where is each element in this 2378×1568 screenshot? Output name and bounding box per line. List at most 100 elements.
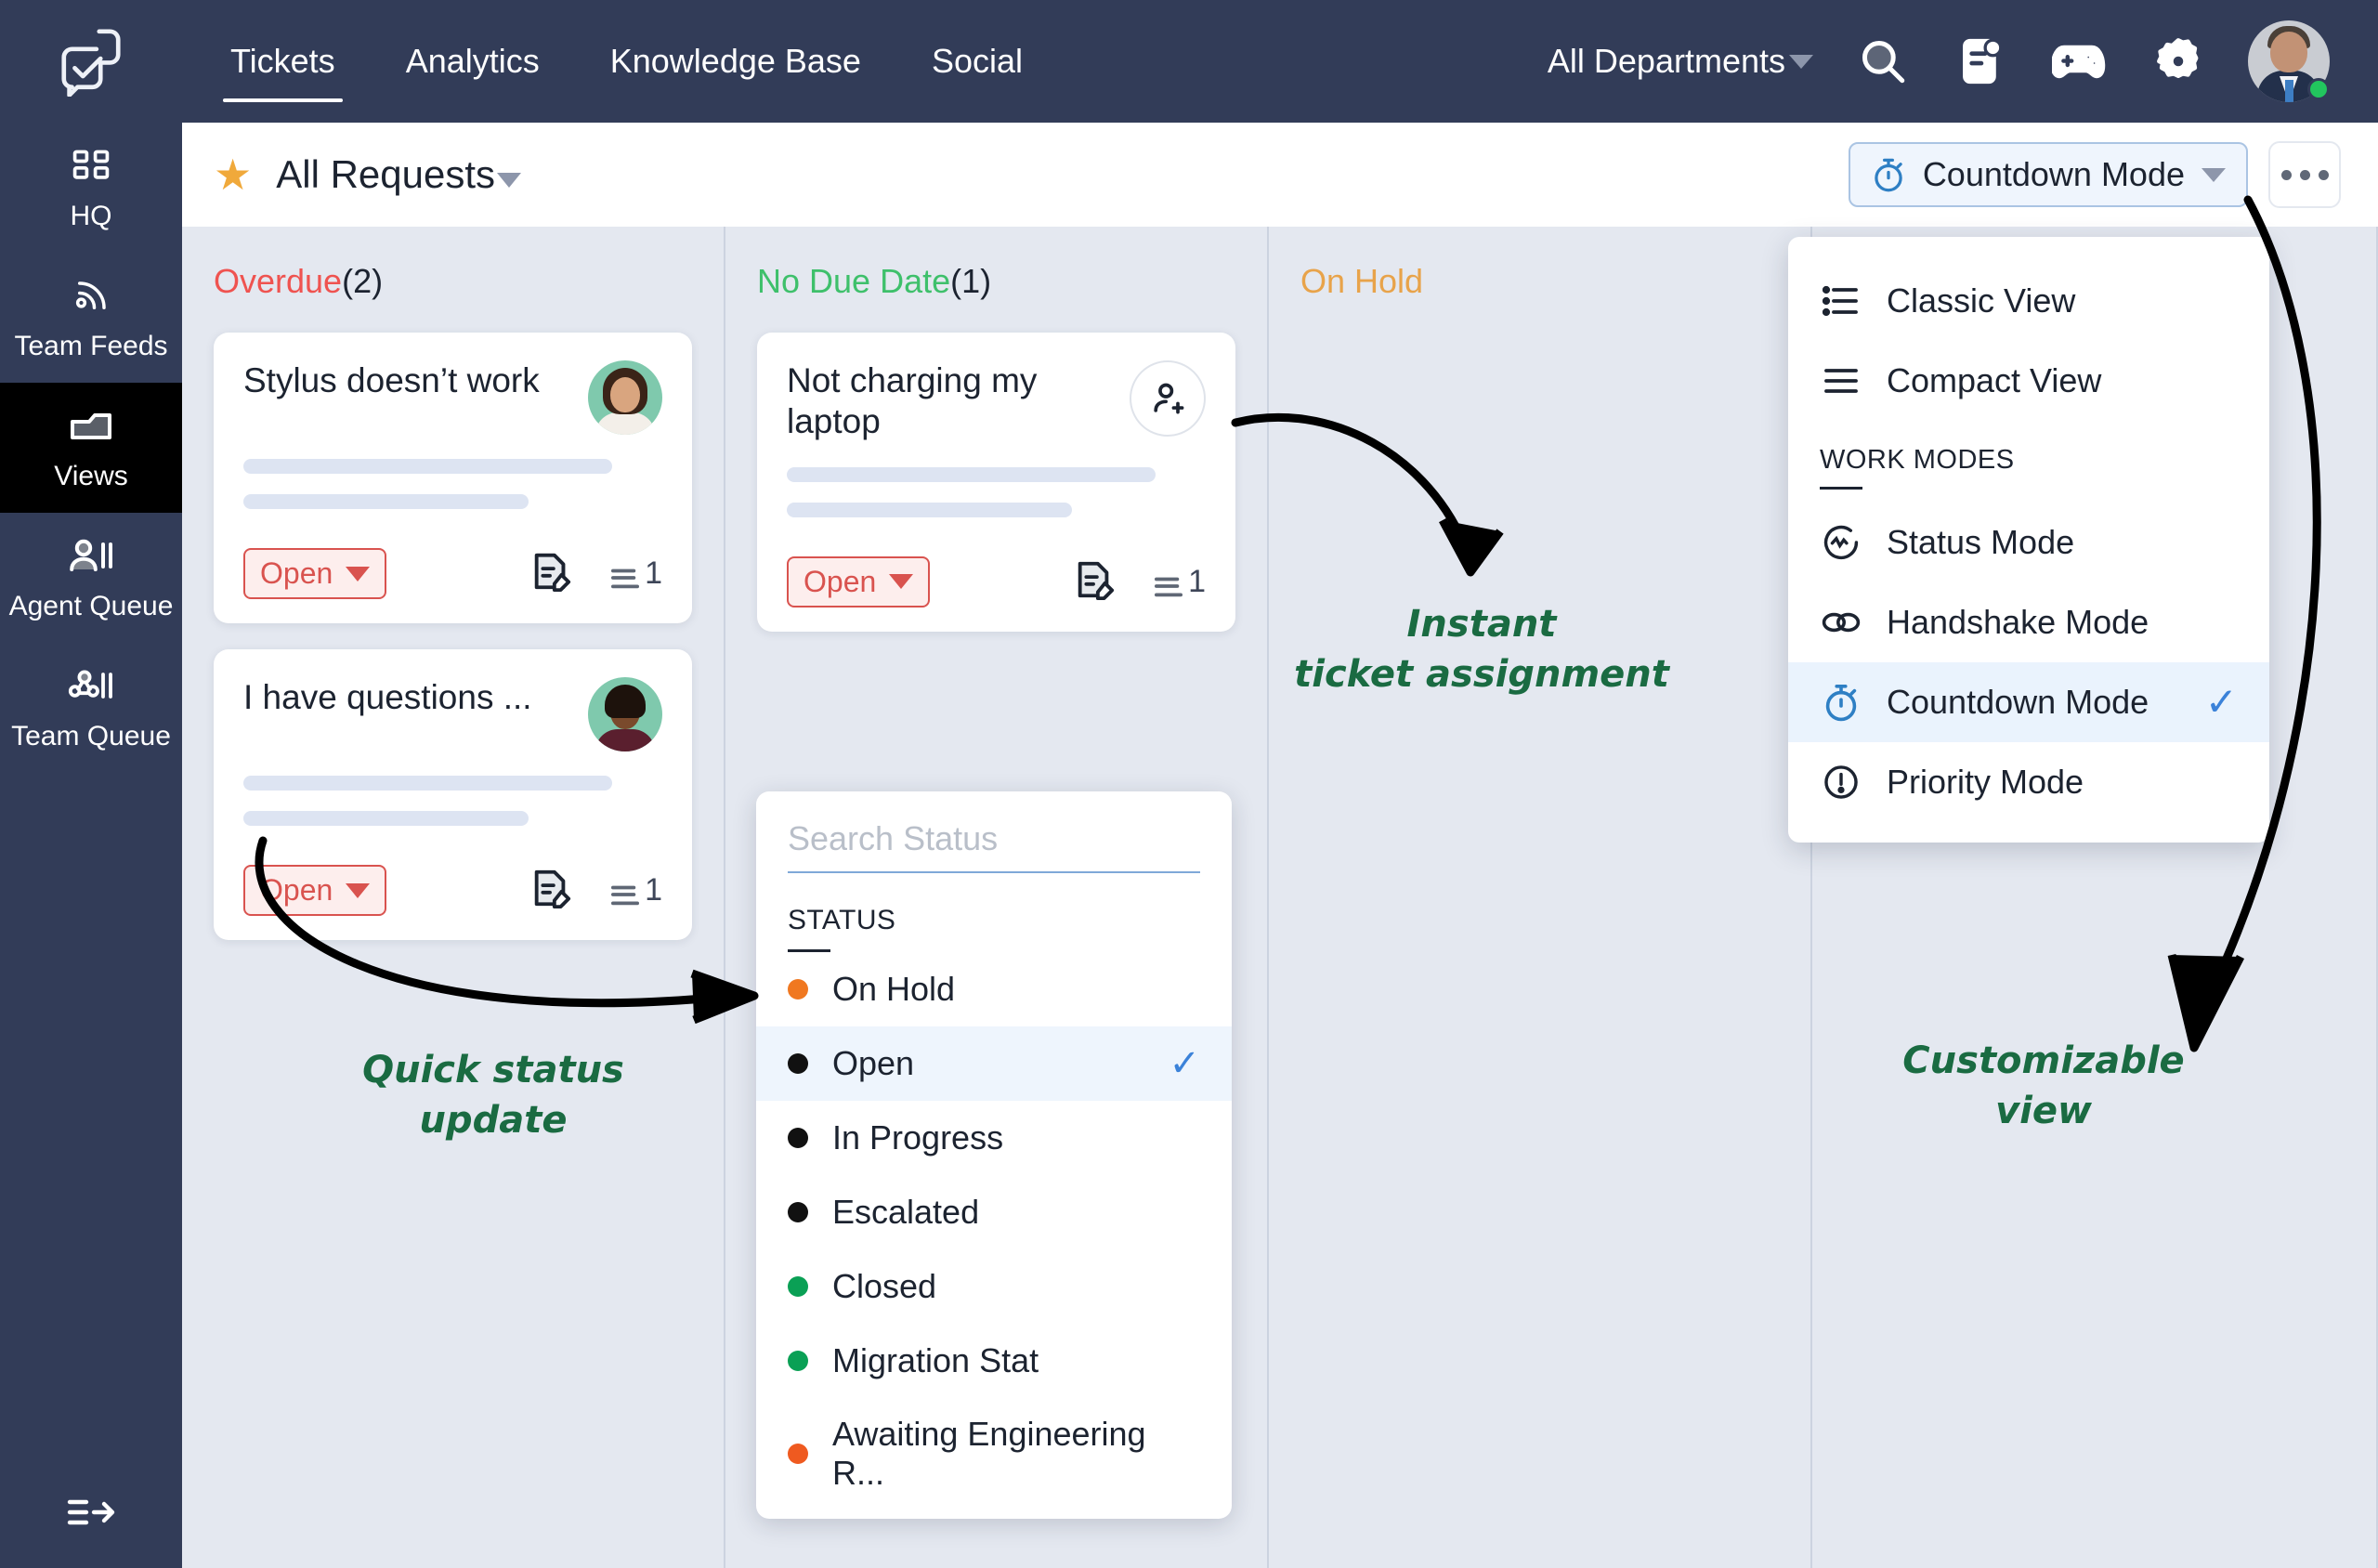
sidebar-item-hq[interactable]: HQ: [0, 123, 182, 253]
department-filter[interactable]: All Departments: [1548, 42, 1813, 81]
status-chip[interactable]: Open: [243, 548, 387, 599]
menu-item-handshake-mode[interactable]: Handshake Mode: [1788, 582, 2269, 662]
card-footer: Open: [243, 548, 662, 599]
sidebar-item-team-queue[interactable]: Team Queue: [0, 643, 182, 773]
status-option-label: On Hold: [832, 970, 956, 1008]
edit-note-icon[interactable]: [529, 550, 572, 597]
collapse-arrow-icon[interactable]: [0, 1457, 182, 1568]
agent-avatar-female[interactable]: [588, 360, 662, 435]
column-header: On Hold: [1300, 262, 1779, 301]
gear-icon[interactable]: [2149, 33, 2207, 90]
sidebar-item-label: Views: [54, 461, 128, 492]
status-option-label: Migration Stat: [832, 1341, 1039, 1379]
board-column-empty: [1812, 227, 2378, 1568]
menu-item-classic-view[interactable]: Classic View: [1788, 261, 2269, 341]
avatar[interactable]: [2248, 20, 2330, 102]
check-icon: ✓: [2204, 680, 2238, 724]
menu-item-countdown-mode[interactable]: Countdown Mode ✓: [1788, 662, 2269, 742]
edit-note-icon[interactable]: [1073, 558, 1116, 606]
star-icon[interactable]: ★: [214, 150, 253, 199]
notes-icon[interactable]: [1953, 33, 2010, 90]
tab-knowledge-base[interactable]: Knowledge Base: [575, 0, 896, 123]
card-footer-icons: 1: [529, 550, 662, 597]
sidebar-item-label: Team Queue: [11, 721, 171, 752]
tab-tickets[interactable]: Tickets: [195, 0, 371, 123]
sidebar-item-team-feeds[interactable]: Team Feeds: [0, 253, 182, 383]
status-color-dot: [788, 1128, 808, 1148]
annotation-customizable-view: Customizable view: [1902, 1039, 2185, 1132]
tab-label: Knowledge Base: [609, 42, 861, 80]
menu-section-label: WORK MODES: [1820, 445, 2015, 475]
board-column-overdue: Overdue(2) Stylus doesn’t work Open: [182, 227, 725, 1568]
chevron-down-icon[interactable]: [497, 173, 522, 188]
annotation-instant-assignment: Instant ticket assignment: [1294, 603, 1669, 696]
status-option-on-hold[interactable]: On Hold: [756, 952, 1232, 1026]
search-status-input[interactable]: [788, 819, 1200, 873]
note-count[interactable]: 1: [1153, 564, 1206, 600]
board-column-no-due-date: No Due Date(1) Not charging my laptop: [725, 227, 1269, 1568]
sidebar-item-agent-queue[interactable]: Agent Queue: [0, 513, 182, 643]
status-option-migration-stat[interactable]: Migration Stat: [756, 1324, 1232, 1398]
status-option-awaiting-engineering[interactable]: Awaiting Engineering R...: [756, 1398, 1232, 1509]
menu-item-status-mode[interactable]: Status Mode: [1788, 503, 2269, 582]
edit-note-icon[interactable]: [529, 867, 572, 914]
ticket-card[interactable]: Stylus doesn’t work Open: [214, 333, 692, 623]
column-header: Overdue(2): [214, 262, 692, 301]
ticket-title: Stylus doesn’t work: [243, 361, 540, 399]
tab-analytics[interactable]: Analytics: [371, 0, 575, 123]
search-icon[interactable]: [1854, 33, 1912, 90]
card-top: Not charging my laptop: [787, 360, 1206, 443]
app-logo[interactable]: [0, 0, 182, 123]
top-navbar: Tickets Analytics Knowledge Base Social …: [182, 0, 2378, 123]
page-title: All Requests: [276, 152, 496, 196]
agent-avatar-male[interactable]: [588, 677, 662, 751]
status-chip-label: Open: [260, 556, 333, 590]
note-count[interactable]: 1: [609, 555, 662, 592]
menu-item-label: Status Mode: [1887, 523, 2075, 561]
status-color-dot: [788, 1444, 808, 1464]
status-chip-label: Open: [260, 873, 333, 907]
status-color-dot: [788, 1202, 808, 1222]
card-footer: Open: [787, 555, 1206, 608]
menu-item-priority-mode[interactable]: Priority Mode: [1788, 742, 2269, 822]
list-lines-icon: [1820, 359, 1862, 402]
folder-icon: [64, 402, 118, 451]
add-assignee-icon[interactable]: [1130, 360, 1206, 437]
note-count-value: 1: [645, 555, 662, 591]
stopwatch-icon: [1875, 158, 1902, 192]
status-option-closed[interactable]: Closed: [756, 1249, 1232, 1324]
status-option-label: Open: [832, 1044, 915, 1082]
chevron-down-icon: [346, 566, 371, 581]
more-options-button[interactable]: [2268, 141, 2341, 208]
status-option-in-progress[interactable]: In Progress: [756, 1101, 1232, 1175]
rss-icon: [64, 272, 118, 320]
status-chip-label: Open: [804, 564, 877, 598]
menu-item-label: Classic View: [1887, 281, 2076, 320]
gamepad-icon[interactable]: [2051, 33, 2109, 90]
status-chip[interactable]: Open: [243, 865, 387, 916]
ticket-card[interactable]: I have questions ... Open: [214, 649, 692, 940]
status-chip[interactable]: Open: [787, 555, 931, 608]
divider: [1820, 487, 1862, 490]
note-count-value: 1: [645, 872, 662, 908]
status-option-escalated[interactable]: Escalated: [756, 1175, 1232, 1249]
dot: [2299, 169, 2310, 180]
sidebar-item-views[interactable]: Views: [0, 383, 182, 513]
divider: [788, 949, 830, 952]
status-search-wrap: [756, 791, 1232, 873]
ticket-card[interactable]: Not charging my laptop Open: [757, 333, 1235, 632]
countdown-mode-button[interactable]: Countdown Mode: [1848, 142, 2248, 207]
board-column-on-hold: On Hold: [1269, 227, 1812, 1568]
menu-item-label: Priority Mode: [1887, 763, 2084, 801]
tab-label: Social: [931, 42, 1024, 80]
status-option-open[interactable]: Open ✓: [756, 1026, 1232, 1101]
status-color-dot: [788, 1276, 808, 1297]
note-count[interactable]: 1: [609, 872, 662, 908]
card-top: Stylus doesn’t work: [243, 360, 662, 435]
ticket-title: Not charging my laptop: [787, 361, 1038, 441]
tab-label: Analytics: [405, 42, 540, 80]
topbar-actions: All Departments: [1548, 20, 2378, 102]
menu-item-compact-view[interactable]: Compact View: [1788, 341, 2269, 421]
sidebar-item-label: Team Feeds: [14, 331, 168, 362]
tab-social[interactable]: Social: [896, 0, 1058, 123]
